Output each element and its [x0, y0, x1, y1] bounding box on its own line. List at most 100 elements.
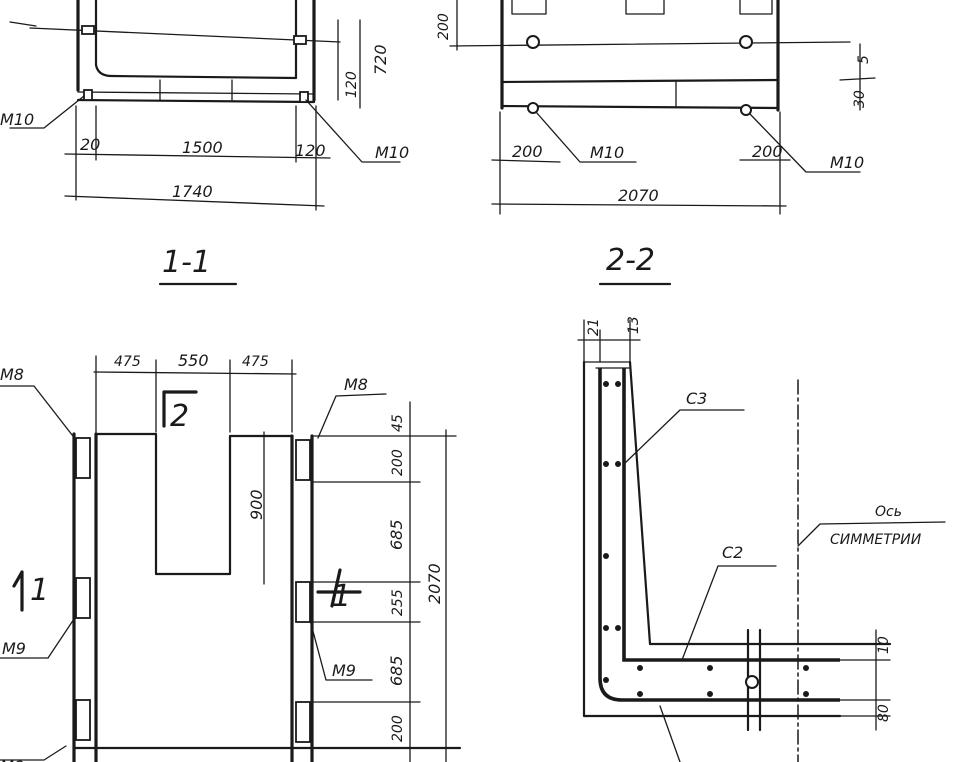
plan-view: 475 550 475 900 2 45 200 685 255 685 200…	[0, 351, 462, 762]
c2-leader	[681, 565, 777, 661]
section-mark-1-left: 1	[30, 573, 49, 608]
rebar-dots	[603, 381, 809, 697]
section-1-1-view: M10 M10 20 1500 120 1740 720 120 1-1	[0, 0, 409, 286]
vdim-685-bottom: 685	[387, 655, 406, 686]
m10-right-label: M10	[375, 143, 409, 162]
dim-80: 80	[876, 704, 892, 722]
rebar-dot	[615, 381, 621, 387]
section-1-1-inner-contour	[94, 0, 298, 80]
section-2-2-dim-2070-line	[491, 203, 787, 207]
vdim-200-top: 200	[390, 449, 406, 476]
section-2-2-extension-lines	[499, 111, 781, 215]
m9-left-leader	[0, 615, 77, 659]
dim-1500: 1500	[182, 138, 223, 157]
dim-13: 13	[626, 316, 642, 334]
section-2-2-top-plates	[511, 0, 773, 15]
section-2-2-bottom-line	[500, 104, 780, 110]
dim-720: 720	[371, 44, 390, 75]
dim-550: 550	[178, 351, 209, 370]
section-2-2-level-line	[449, 41, 851, 47]
m8-right-leader	[317, 393, 387, 439]
detail-outer-contour	[582, 360, 842, 718]
dim-120-vertical: 120	[344, 71, 360, 98]
reinforcement-detail: Ось СИММЕТРИИ C3 C2 21 13 10 80	[577, 316, 946, 762]
section-1-1-embed-left	[81, 25, 95, 35]
dim-5: 5	[856, 55, 872, 64]
section-1-1-vertical-dims	[337, 19, 361, 109]
dim-1740: 1740	[172, 182, 213, 201]
section-1-1-dim-line-1	[64, 153, 331, 159]
rebar-dot	[603, 381, 609, 387]
rebar-dot	[707, 665, 713, 671]
m10-right-leader	[305, 99, 401, 163]
section-1-1-top-tick	[9, 21, 37, 27]
plan-plate-m9-right	[295, 581, 311, 623]
dim-475-left: 475	[114, 354, 141, 370]
rebar-dot	[637, 665, 643, 671]
section-mark-1-right-arrow	[316, 568, 362, 608]
m9-left-label: M9	[2, 639, 26, 658]
section-2-2-plate-m10-left	[527, 102, 539, 114]
m8-bottom-leader	[0, 745, 67, 761]
m10-left-label: M10	[0, 110, 34, 129]
rebar-dot	[603, 553, 609, 559]
section-1-1-plate-m10-right	[299, 91, 309, 103]
m8-left-leader	[0, 385, 77, 441]
detail-inner-contour	[628, 360, 892, 646]
m10-right-label-2: M10	[830, 153, 864, 172]
dim-200-top: 200	[436, 13, 452, 40]
section-mark-2: 2	[170, 399, 189, 434]
plan-plate-bottom-left	[75, 699, 91, 741]
plan-top-dim-line	[93, 371, 297, 375]
dim-900: 900	[247, 489, 266, 520]
c3-label: C3	[686, 389, 707, 408]
dim-21: 21	[586, 318, 602, 336]
section-2-2-dim-200-lines	[491, 159, 791, 163]
section-1-1-embed-right	[293, 35, 307, 45]
dim-2070: 2070	[618, 186, 659, 205]
section-1-1-title: 1-1	[162, 245, 211, 280]
m8-right-label: M8	[344, 375, 368, 394]
dim-2070-plan: 2070	[425, 563, 444, 604]
section-1-1-extension-lines	[75, 105, 317, 211]
rebar-c2-outer	[598, 368, 840, 702]
plan-opening-contour	[94, 432, 294, 576]
m10-left-leader	[9, 95, 85, 129]
dim-20: 20	[80, 135, 100, 154]
section-1-1-dim-line-2	[64, 195, 325, 207]
rebar-dot	[615, 461, 621, 467]
plan-plate-m8-right	[295, 439, 311, 481]
plan-plate-bottom-right	[295, 701, 311, 743]
section-2-2-middle-line	[500, 78, 780, 84]
section-2-2-anchor-right	[739, 35, 753, 49]
section-2-2-right-dims	[839, 43, 876, 111]
dim-200-left: 200	[512, 142, 543, 161]
m10-left-label-2: M10	[590, 143, 624, 162]
detail-right-dims	[839, 629, 891, 731]
m9-right-label: M9	[332, 661, 356, 680]
section-2-2-anchor-left	[526, 35, 540, 49]
detail-bottom-leader	[659, 705, 681, 762]
rebar-c3-inner	[622, 368, 840, 662]
c2-label: C2	[722, 543, 743, 562]
plan-plate-m9-left	[75, 577, 91, 619]
section-2-2-title: 2-2	[606, 243, 655, 278]
rebar-dot	[803, 665, 809, 671]
m8-left-label: M8	[0, 365, 24, 384]
section-1-1-base-inner	[77, 91, 315, 95]
section-2-2-view: 200 200 M10 200 M10 2070 5 30 2-2	[436, 0, 876, 286]
section-mark-1-left-arrow	[12, 570, 24, 612]
rebar-dot	[603, 625, 609, 631]
plan-top-extension-lines	[95, 355, 293, 433]
rebar-dot	[603, 461, 609, 467]
m10-right-leader-2	[749, 113, 861, 173]
m9-right-leader	[309, 619, 373, 681]
dim-120: 120	[295, 141, 326, 160]
vdim-45: 45	[390, 414, 406, 432]
symmetry-axis-leader	[797, 521, 946, 547]
section-2-2-plate-m10-right	[740, 104, 752, 116]
section-1-1-plate-m10-left	[83, 89, 93, 101]
m8-bottom-label: M8	[0, 757, 24, 762]
c3-leader	[623, 409, 745, 465]
